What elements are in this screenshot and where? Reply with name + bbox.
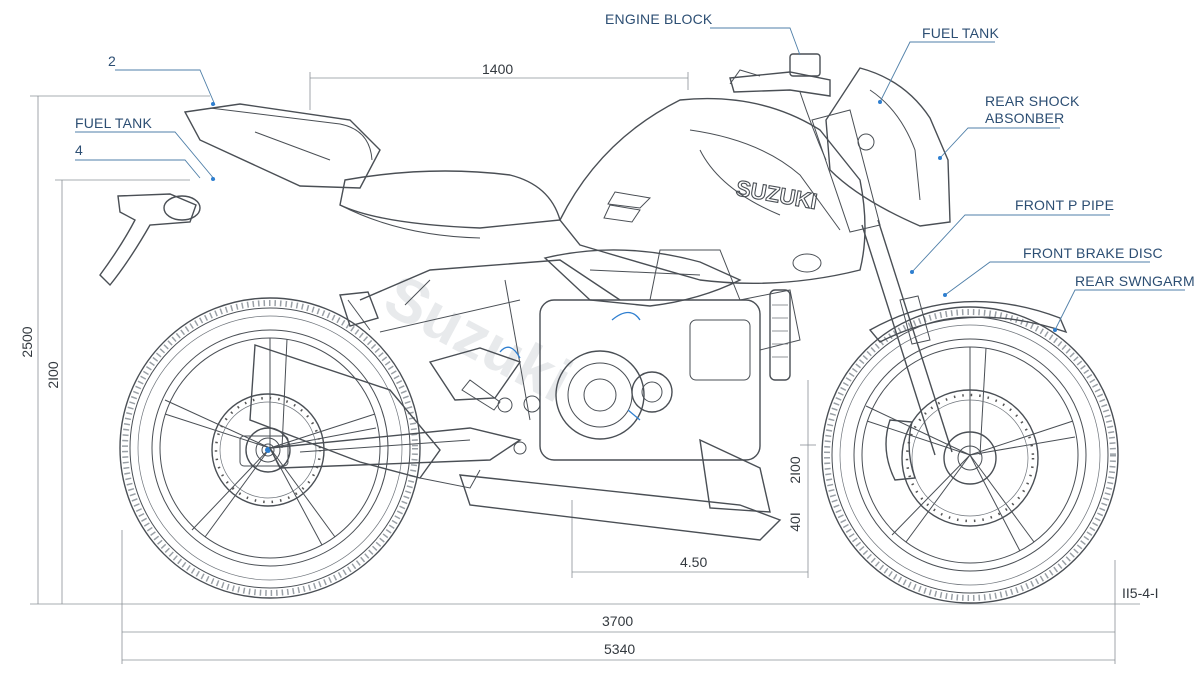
label-rear-swingarm: REAR SWNGARM — [1075, 273, 1195, 289]
leader-lines — [75, 27, 1185, 331]
label-front-pipe: FRONT P PIPE — [1015, 197, 1114, 213]
label-num-4: 4 — [75, 142, 83, 158]
brand-logo: SUZUKI — [734, 175, 819, 214]
dim-wheelbase: 3700 — [602, 613, 633, 629]
dim-center-length: 4.50 — [680, 554, 707, 570]
dim-mid-vertical-small: 40I — [787, 512, 803, 531]
front-wheel — [821, 300, 1119, 604]
engine — [499, 249, 801, 513]
label-fuel-tank-left: FUEL TANK — [75, 115, 152, 131]
label-rear-shock-2: ABSONBER — [985, 110, 1064, 126]
dim-top-length: 1400 — [482, 61, 513, 77]
rear-shock — [769, 289, 791, 381]
rear-wheel — [119, 297, 421, 599]
label-rear-shock-1: REAR SHOCK — [985, 93, 1080, 109]
fuel-tank — [559, 97, 866, 285]
dim-mid-vertical: 2I00 — [787, 456, 803, 483]
frame — [339, 259, 621, 421]
dim-overall-length: 5340 — [604, 641, 635, 657]
headlight-cowl — [825, 67, 951, 227]
dimension-lines — [30, 72, 1140, 664]
dimension-labels: 1400 2500 2I00 2I00 40I 4.50 3700 5340 I… — [19, 61, 1159, 657]
seat — [339, 170, 561, 239]
exhaust — [249, 344, 782, 541]
leader-dots — [211, 100, 1057, 332]
swingarm — [268, 427, 522, 469]
footpeg — [461, 379, 513, 413]
dim-height-outer: 2500 — [19, 326, 35, 357]
label-engine-block: ENGINE BLOCK — [605, 11, 713, 27]
front-fork — [811, 109, 953, 456]
rear-tail — [99, 103, 381, 287]
handlebar — [729, 53, 831, 161]
dim-height-inner: 2I00 — [45, 361, 61, 388]
label-num-2: 2 — [108, 53, 116, 69]
part-labels: ENGINE BLOCK FUEL TANK REAR SHOCK ABSONB… — [75, 11, 1195, 289]
dim-bottom-right: II5-4-I — [1122, 585, 1159, 601]
label-fuel-tank-top: FUEL TANK — [922, 25, 999, 41]
label-front-brake-disc: FRONT BRAKE DISC — [1023, 245, 1163, 261]
watermark: Suzuki — [373, 261, 582, 416]
side-fairing — [428, 249, 742, 401]
